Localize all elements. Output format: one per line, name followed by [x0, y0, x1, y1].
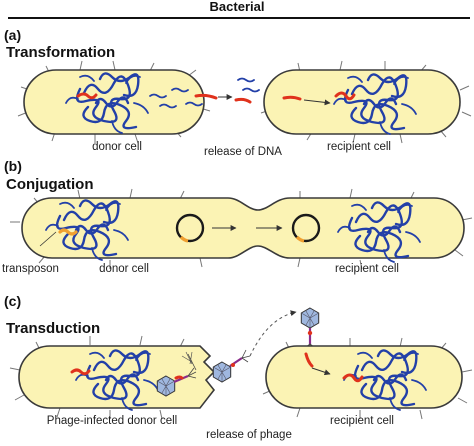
panel-a-letter: (a) [4, 27, 21, 43]
panel-a-title: Transformation [6, 44, 115, 61]
panel-c-title: Transduction [6, 320, 100, 337]
label-recipient-cell-c: recipient cell [330, 415, 394, 427]
released-dna-fragments [149, 77, 260, 109]
label-release-of-phage: release of phage [206, 429, 292, 441]
panel-b-title: Conjugation [6, 176, 93, 193]
label-transposon: transposon [2, 263, 59, 275]
plasmid-transposon-donor [179, 235, 189, 243]
panel-c-letter: (c) [4, 293, 21, 309]
label-recipient-cell-b: recipient cell [335, 263, 399, 275]
recipient-cell-c [262, 337, 473, 420]
figure-header: Bacterial [210, 0, 265, 14]
phage-in-cell-1 [156, 367, 197, 397]
panel-transduction: (c) Transduction [4, 293, 473, 441]
conjugating-cell-pair [10, 188, 473, 270]
released-phage-1 [212, 349, 251, 383]
panel-b-letter: (b) [4, 158, 22, 174]
panel-transformation: (a) Transformation [4, 27, 472, 158]
phage-in-cell-2 [181, 351, 197, 371]
donor-cell-a [17, 60, 211, 144]
transposon-pointer [39, 231, 57, 247]
label-donor-cell-a: donor cell [92, 141, 142, 153]
plasmid-transposon-recipient [295, 235, 305, 243]
label-release-of-dna: release of DNA [204, 146, 282, 158]
panel-conjugation: (b) Conjugation transposon donor cell re… [2, 158, 473, 275]
phage-infected-donor-cell [9, 335, 216, 420]
plasmid-donor [175, 213, 205, 243]
label-recipient-cell-a: recipient cell [327, 141, 391, 153]
recipient-cell-a [260, 60, 472, 144]
label-donor-cell-b: donor cell [99, 263, 149, 275]
label-phage-infected-donor-cell: Phage-infected donor cell [47, 415, 177, 427]
plasmid-recipient [291, 213, 321, 243]
transposon-segment [58, 228, 78, 236]
